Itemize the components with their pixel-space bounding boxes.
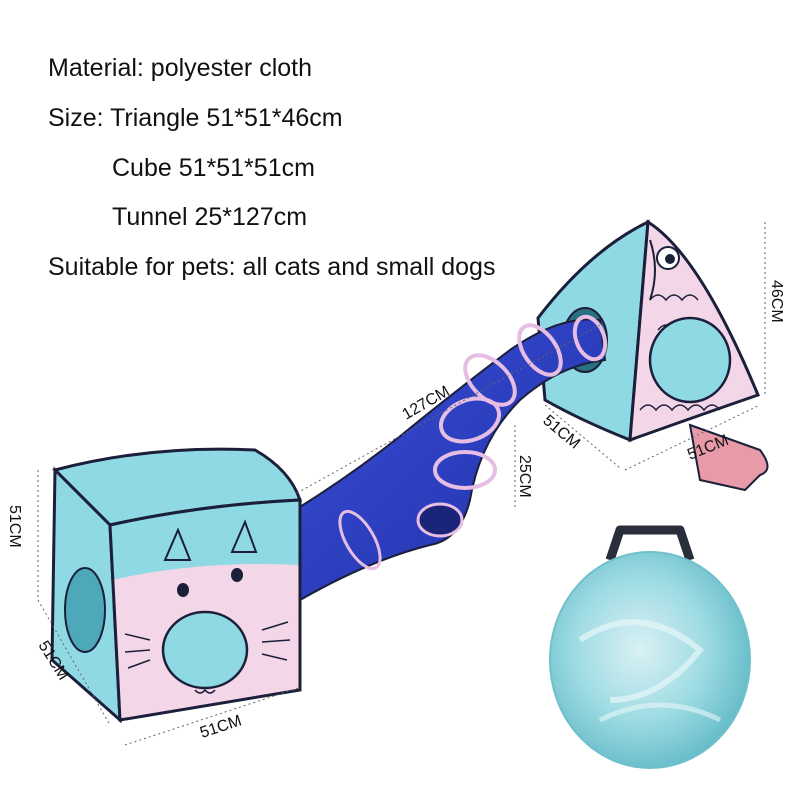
cube-height-label: 51CM [6,505,23,548]
spec-tunnel: Tunnel 25*127cm [112,203,308,231]
storage-bag [549,525,751,769]
tunnel [293,314,608,602]
triangle-height-label: 46CM [768,280,785,323]
spec-cube: Cube 51*51*51cm [112,154,315,182]
triangle-tent [536,219,769,492]
tunnel-diameter-label: 25CM [516,455,533,498]
cube-width-label: 51CM [198,712,244,741]
spec-size: Size: Triangle 51*51*46cm [48,104,343,132]
cube-tent [50,447,303,724]
dimension-lines [37,222,766,746]
spec-material: Material: polyester cloth [48,54,313,82]
spec-suitable: Suitable for pets: all cats and small do… [48,253,496,281]
